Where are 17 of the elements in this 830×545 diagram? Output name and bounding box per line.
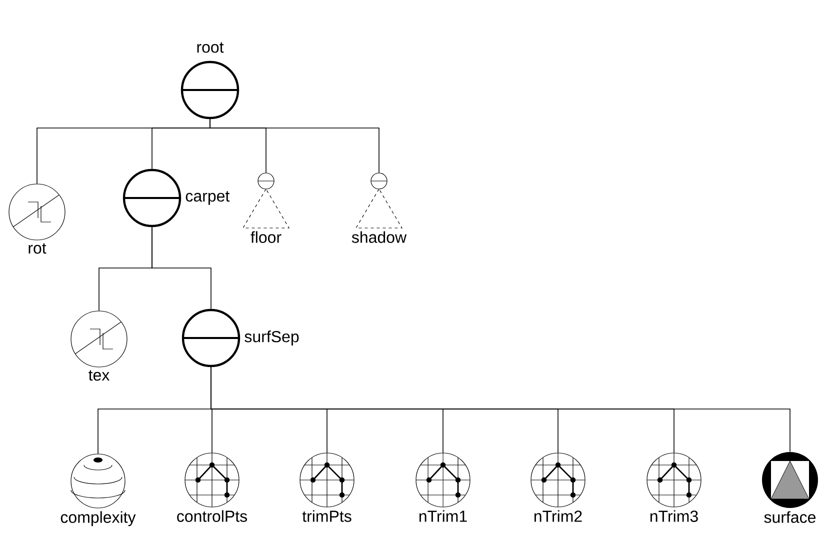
node-label: controlPts	[177, 510, 247, 522]
node-label: carpet	[186, 191, 230, 205]
connector-line	[210, 366, 790, 452]
connector-line	[210, 118, 380, 174]
node-label: nTrim3	[650, 510, 698, 522]
node-label: surface	[764, 511, 816, 523]
connector-line	[152, 226, 212, 310]
node-label: root	[197, 42, 224, 53]
node-label: floor	[250, 231, 282, 243]
node-label: nTrim1	[419, 510, 467, 522]
node-label: rot	[28, 243, 46, 254]
node-label: tex	[88, 370, 110, 381]
node-label: nTrim2	[534, 510, 582, 522]
node-label: trimPts	[302, 510, 352, 522]
node-label: shadow	[352, 231, 407, 243]
node-label: complexity	[60, 511, 136, 526]
node-label: surfSep	[244, 330, 299, 346]
